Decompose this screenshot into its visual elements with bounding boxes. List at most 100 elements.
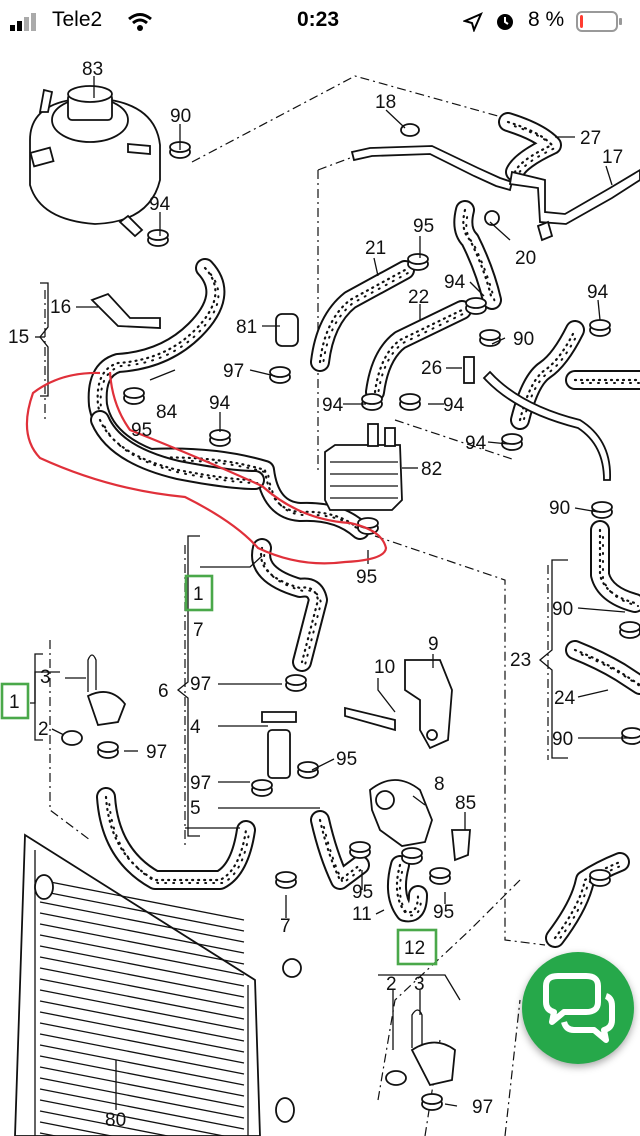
part-label: 95 xyxy=(352,882,373,903)
part-label: 90 xyxy=(170,106,191,127)
part-label: 95 xyxy=(356,567,377,588)
callout-box-1-top: 1 xyxy=(184,574,214,612)
radiator-fin xyxy=(39,945,245,987)
part-label: 24 xyxy=(554,688,576,709)
coolant-hose xyxy=(98,418,257,482)
hose-clamp xyxy=(349,841,371,853)
hose-clamp xyxy=(501,433,523,445)
chat-button[interactable] xyxy=(522,952,634,1064)
part-labels: 83 90 94 18 27 17 95 20 21 94 22 94 90 1… xyxy=(8,59,623,1131)
coolant-hose xyxy=(573,648,640,687)
radiator-fin xyxy=(39,1077,245,1119)
part-label: 20 xyxy=(515,248,536,269)
part-label: 7 xyxy=(193,620,204,641)
radiator-fin xyxy=(39,1000,245,1042)
part-label: 8 xyxy=(434,774,445,795)
radiator xyxy=(14,833,302,1136)
radiator-fin xyxy=(39,1033,245,1075)
coolant-hose xyxy=(318,818,362,882)
coolant-hose xyxy=(318,268,407,364)
part-label: 90 xyxy=(552,729,573,750)
part-label: 5 xyxy=(190,798,201,819)
cooling-system-diagram: 1 1 12 83 90 94 18 27 17 95 20 21 94 22 … xyxy=(0,59,640,1136)
hose-clamp xyxy=(429,867,451,879)
signal-icon xyxy=(10,13,36,31)
svg-text:1: 1 xyxy=(9,692,20,713)
part-label: 85 xyxy=(455,793,476,814)
radiator-fin xyxy=(39,1066,245,1108)
radiator-fin xyxy=(39,967,245,1009)
part-label: 23 xyxy=(510,650,531,671)
part-label: 82 xyxy=(421,459,442,480)
part-label: 94 xyxy=(209,393,231,414)
radiator-fin xyxy=(39,923,245,965)
coolant-hose xyxy=(557,864,624,942)
part-label: 27 xyxy=(580,128,601,149)
part-label: 83 xyxy=(82,59,103,80)
part-label: 90 xyxy=(552,599,573,620)
part-label: 6 xyxy=(158,681,169,702)
coolant-hose xyxy=(377,312,466,396)
metal-pipes xyxy=(261,145,640,779)
radiator-fin xyxy=(39,1055,245,1097)
part-label: 16 xyxy=(50,297,71,318)
part-label: 9 xyxy=(428,634,439,655)
coolant-hose xyxy=(259,546,320,664)
radiator-fin xyxy=(39,989,245,1031)
part-label: 95 xyxy=(336,749,357,770)
part-label: 94 xyxy=(465,433,487,454)
radiator-fin xyxy=(39,879,245,921)
hose-clamp xyxy=(589,319,611,331)
hose-clamp xyxy=(399,393,421,405)
part-label: 94 xyxy=(322,395,344,416)
hose-clamp xyxy=(147,229,169,241)
coolant-hose xyxy=(322,822,364,885)
radiator-fin xyxy=(39,934,245,976)
alarm-icon xyxy=(497,14,513,30)
radiator-fin xyxy=(39,1022,245,1064)
wifi-icon xyxy=(128,13,152,31)
hose-clamp xyxy=(275,871,297,883)
radiator-fin xyxy=(39,1044,245,1086)
coolant-hose xyxy=(253,540,326,670)
radiator-fin xyxy=(39,978,245,1020)
svg-text:1: 1 xyxy=(193,584,204,605)
hose-clamp xyxy=(421,1093,443,1105)
coolant-hose xyxy=(108,799,250,884)
callout-box-12: 12 xyxy=(396,928,438,966)
hose-clamp xyxy=(251,779,273,791)
callout-box-1-left: 1 xyxy=(0,682,30,720)
part-label: 7 xyxy=(280,916,291,937)
part-label: 95 xyxy=(413,216,434,237)
part-label: 90 xyxy=(549,498,570,519)
radiator-fin xyxy=(39,1011,245,1053)
hose-clamp xyxy=(401,847,423,859)
part-label: 2 xyxy=(386,974,397,995)
radiator-fin xyxy=(39,1099,227,1136)
part-label: 3 xyxy=(40,667,51,688)
part-label: 95 xyxy=(131,420,152,441)
part-label: 97 xyxy=(190,674,211,695)
part-label: 2 xyxy=(38,719,49,740)
hose-clamp xyxy=(589,869,611,881)
expansion-tank xyxy=(29,85,161,238)
part-label: 18 xyxy=(375,92,396,113)
coolant-hose xyxy=(553,860,622,940)
part-label: 97 xyxy=(190,773,211,794)
location-arrow-icon xyxy=(463,12,483,32)
hose-clamp xyxy=(465,297,487,309)
hose-clamp xyxy=(97,741,119,753)
coolant-hose xyxy=(598,528,637,605)
clock: 0:23 xyxy=(297,8,340,31)
part-label: 81 xyxy=(236,317,257,338)
part-label: 90 xyxy=(513,329,534,350)
hose-clamp xyxy=(123,387,145,399)
part-label: 22 xyxy=(408,287,429,308)
part-label: 94 xyxy=(149,194,171,215)
coolant-hose xyxy=(263,550,323,666)
part-label: 94 xyxy=(443,395,465,416)
svg-text:12: 12 xyxy=(404,938,425,959)
hose-clamp xyxy=(621,727,640,739)
radiator-fin xyxy=(39,1088,245,1130)
part-label: 17 xyxy=(602,147,623,168)
